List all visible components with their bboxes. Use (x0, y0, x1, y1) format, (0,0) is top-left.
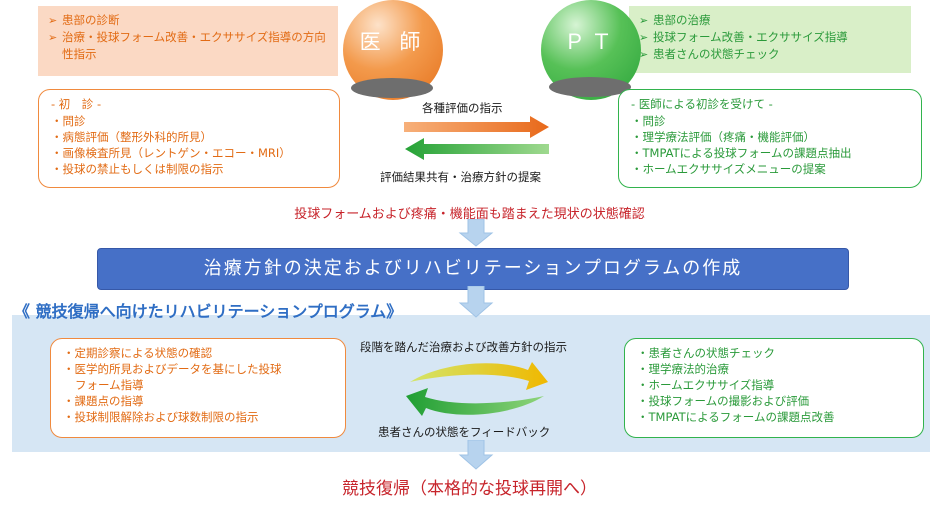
doctor-exam-item: ・投球の禁止もしくは制限の指示 (51, 162, 224, 176)
rehab-pt-item: ・ホームエクササイズ指導 (637, 378, 775, 392)
feedback-label: 患者さんの状態をフィードバック (378, 425, 551, 439)
goal-label: 競技復帰（本格的な投球再開へ） (342, 479, 597, 499)
rehab-program-title: 《 競技復帰へ向けたリハビリテーションプログラム》 (14, 302, 403, 321)
rehab-doctor-box: ・定期診察による状態の確認 ・医学的所見およびデータを基にした投球 フォーム指導… (50, 338, 346, 438)
pt-exam-item: ・理学療法評価（疼痛・機能評価） (631, 130, 815, 144)
eval-instruction-label: 各種評価の指示 (422, 101, 503, 115)
rehab-pt-item: ・理学療法的治療 (637, 362, 729, 376)
rehab-pt-item: ・投球フォームの撮影および評価 (637, 394, 810, 408)
plan-banner: 治療方針の決定およびリハビリテーションプログラムの作成 (97, 248, 849, 290)
pt-badge-base (549, 77, 631, 97)
pt-exam-item: ・TMPATによる投球フォームの課題点抽出 (631, 146, 852, 160)
doctor-exam-item: ・病態評価（整形外科的所見） (51, 130, 212, 144)
pt-initial-exam-box: - 医師による初診を受けて - ・問診 ・理学療法評価（疼痛・機能評価） ・TM… (618, 89, 922, 188)
eval-share-label: 評価結果共有・治療方針の提案 (380, 170, 541, 184)
doctor-role-box: 患部の診断 治療・投球フォーム改善・エクササイズ指導の方向性指示 (38, 6, 338, 76)
rehab-doctor-item: フォーム指導 (75, 378, 144, 392)
doctor-badge-label: 医 師 (359, 30, 427, 54)
pt-role-item: 患者さんの状態チェック (639, 46, 901, 63)
pt-exam-title: - 医師による初診を受けて - (631, 97, 773, 111)
rehab-doctor-item: ・定期診察による状態の確認 (63, 346, 213, 360)
doctor-role-item: 治療・投球フォーム改善・エクササイズ指導の方向性指示 (48, 29, 328, 63)
pt-role-item: 投球フォーム改善・エクササイズ指導 (639, 29, 901, 46)
rehab-pt-box: ・患者さんの状態チェック ・理学療法的治療 ・ホームエクササイズ指導 ・投球フォ… (624, 338, 924, 438)
pt-badge-label: ＰＴ (564, 30, 618, 54)
doctor-exam-title: - 初 診 - (51, 97, 102, 111)
doctor-exam-item: ・問診 (51, 114, 86, 128)
rehab-doctor-item: ・投球制限解除および球数制限の指示 (63, 410, 259, 424)
pt-exam-item: ・ホームエクササイズメニューの提案 (631, 162, 826, 176)
doctor-exam-item: ・画像検査所見（レントゲン・エコー・MRI） (51, 146, 291, 160)
rehab-doctor-item: ・課題点の指導 (63, 394, 144, 408)
pt-role-box: 患部の治療 投球フォーム改善・エクササイズ指導 患者さんの状態チェック (629, 6, 911, 73)
cycle-arrows-icon (406, 362, 548, 416)
stepwise-instruction-label: 段階を踏んだ治療および改善方針の指示 (360, 340, 567, 354)
exchange-arrows-icon (404, 116, 549, 160)
rehab-pt-item: ・患者さんの状態チェック (637, 346, 775, 360)
pt-role-item: 患部の治療 (639, 12, 901, 29)
rehab-doctor-item: ・医学的所見およびデータを基にした投球 (63, 362, 282, 376)
pt-exam-item: ・問診 (631, 114, 666, 128)
down-arrow-icon (458, 440, 494, 470)
down-arrow-icon (458, 286, 494, 318)
down-arrow-icon (458, 219, 494, 247)
doctor-initial-exam-box: - 初 診 - ・問診 ・病態評価（整形外科的所見） ・画像検査所見（レントゲン… (38, 89, 340, 188)
status-confirm-label: 投球フォームおよび疼痛・機能面も踏まえた現状の状態確認 (294, 207, 645, 222)
rehab-pt-item: ・TMPATによるフォームの課題点改善 (637, 410, 835, 424)
doctor-role-item: 患部の診断 (48, 12, 328, 29)
doctor-badge-base (351, 78, 433, 98)
